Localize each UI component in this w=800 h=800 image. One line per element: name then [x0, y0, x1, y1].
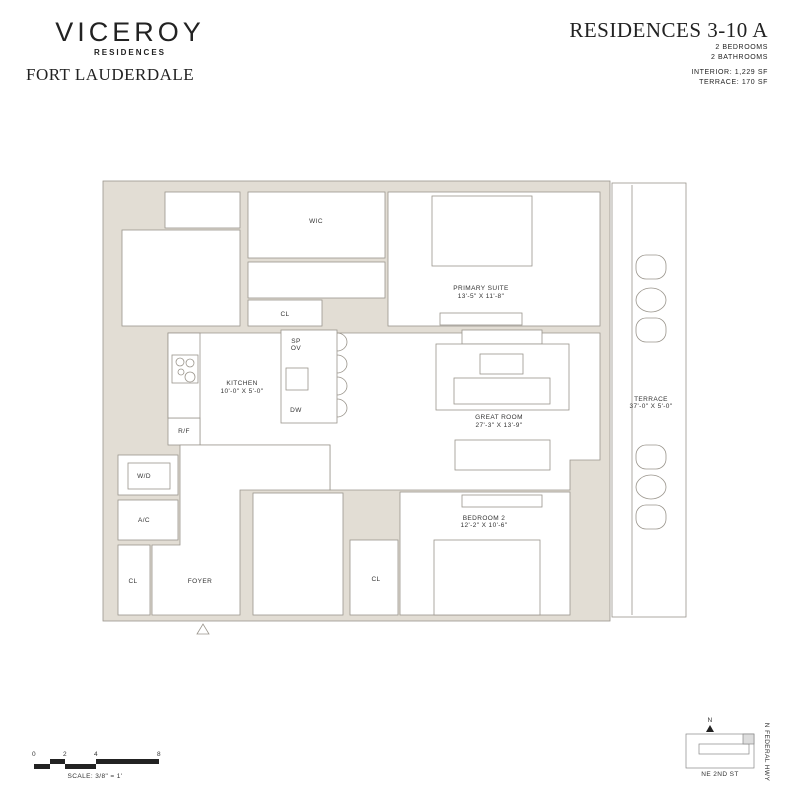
label-primary-dims: 13'-5" X 11'-8"	[458, 293, 505, 300]
scale-bar: 0 2 4 8 SCALE: 3/8" = 1'	[32, 751, 161, 780]
north-arrow-icon	[706, 725, 714, 732]
shower	[164, 191, 241, 229]
brand-city: FORT LAUDERDALE	[26, 65, 195, 84]
label-cl-bed2: CL	[371, 576, 380, 583]
bed-2	[433, 539, 541, 616]
closet-top	[247, 299, 323, 327]
label-rf: R/F	[178, 428, 190, 435]
bedrooms: 2 BEDROOMS	[715, 44, 768, 51]
north-label: N	[707, 717, 712, 724]
bathrooms: 2 BATHROOMS	[710, 54, 768, 61]
scale-label: SCALE: 3/8" = 1'	[68, 773, 123, 780]
label-bedroom2-dims: 12'-2" X 10'-6"	[460, 522, 507, 529]
sofa	[453, 377, 551, 405]
brand-name: VICEROY	[55, 17, 205, 47]
label-bedroom2: BEDROOM 2	[463, 515, 506, 522]
label-wd: W/D	[137, 473, 151, 480]
label-dw: DW	[290, 407, 302, 414]
label-great: GREAT ROOM	[475, 414, 523, 421]
label-kitchen-dims: 10'-0" X 5'-0"	[220, 388, 263, 395]
street-right: N FEDERAL HWY	[763, 723, 770, 782]
scale-tick: 8	[157, 751, 161, 758]
label-foyer: FOYER	[188, 578, 212, 585]
terrace-area: TERRACE: 170 SF	[699, 79, 768, 86]
primary-bed	[431, 195, 533, 267]
street-bottom: NE 2ND ST	[701, 771, 739, 778]
brand-logo: VICEROY RESIDENCES FORT LAUDERDALE	[26, 17, 220, 85]
label-terrace: TERRACE	[634, 396, 668, 403]
closet-bed2	[349, 539, 399, 616]
bath-2	[252, 492, 344, 616]
key-plan: N NE 2ND ST N FEDERAL HWY	[685, 717, 770, 782]
unit-title: RESIDENCES 3-10 A	[569, 18, 768, 42]
kitchen-sink	[285, 367, 309, 391]
label-wic: WIC	[309, 218, 323, 225]
label-cl-foyer: CL	[128, 578, 137, 585]
primary-bath	[121, 229, 241, 327]
scale-tick: 4	[94, 751, 98, 758]
label-primary: PRIMARY SUITE	[453, 285, 509, 292]
room-labels: WIC CL PRIMARY SUITE 13'-5" X 11'-8" KIT…	[128, 218, 672, 585]
label-cl-top: CL	[280, 311, 289, 318]
fridge	[167, 417, 201, 446]
entry-marker	[196, 623, 210, 635]
label-kitchen: KITCHEN	[226, 380, 257, 387]
label-sp: SP	[291, 338, 300, 345]
brand-sub: RESIDENCES	[93, 48, 166, 57]
interior-area: INTERIOR: 1,229 SF	[691, 69, 768, 76]
ac-closet	[117, 499, 179, 541]
label-ac: A/C	[138, 517, 150, 524]
closet-foyer	[117, 544, 151, 616]
label-terrace-dims: 37'-0" X 5'-0"	[629, 403, 672, 410]
dining-table	[454, 439, 551, 471]
label-ov: OV	[291, 345, 301, 352]
wic-room	[247, 191, 386, 259]
scale-tick: 2	[63, 751, 67, 758]
label-great-dims: 27'-3" X 13'-9"	[475, 422, 522, 429]
scale-tick: 0	[32, 751, 36, 758]
foyer-room	[151, 444, 331, 616]
unit-info: RESIDENCES 3-10 A 2 BEDROOMS 2 BATHROOMS…	[569, 18, 768, 88]
